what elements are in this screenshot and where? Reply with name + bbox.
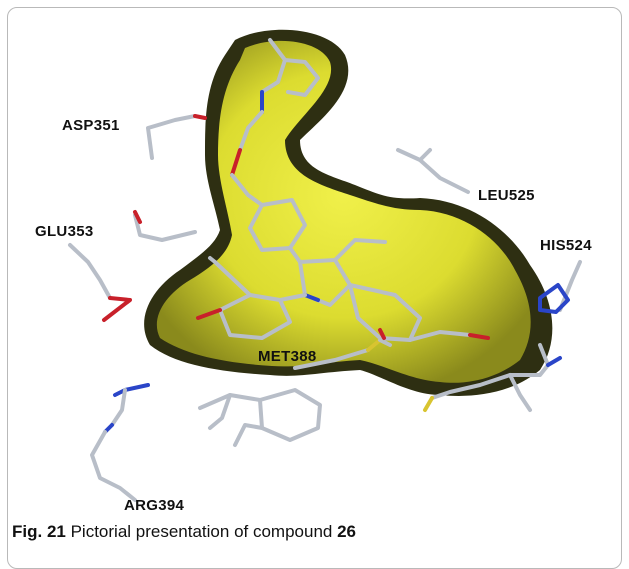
- residue-leu525-sticks: [396, 148, 470, 194]
- caption-text: Pictorial presentation of compound: [70, 522, 333, 541]
- residue-label-leu525: LEU525: [478, 187, 535, 204]
- residue-label-glu353: GLU353: [35, 223, 94, 240]
- residue-lower-right-sticks: [423, 343, 562, 412]
- residue-ring-sticks: [198, 388, 322, 447]
- residue-label-met388: MET388: [258, 348, 317, 365]
- residue-arg394-sticks: [90, 383, 150, 502]
- residue-glu353-sticks: [68, 210, 197, 322]
- residue-label-asp351: ASP351: [62, 117, 120, 134]
- residue-label-arg394: ARG394: [124, 497, 185, 514]
- docking-figure: ASP351 LEU525 GLU353 HIS524 MET388 ARG39…: [35, 29, 592, 514]
- figure-caption: Fig. 21 Pictorial presentation of compou…: [12, 522, 356, 542]
- residue-label-his524: HIS524: [540, 237, 592, 254]
- residue-asp351-sticks: [146, 114, 207, 160]
- figure-number: Fig. 21: [12, 522, 66, 541]
- compound-number: 26: [337, 522, 357, 541]
- residue-his524-sticks: [538, 260, 582, 314]
- ligand-compound-26: [196, 38, 490, 342]
- residue-met388-sticks: [293, 328, 392, 370]
- residue-sticks: [68, 114, 582, 502]
